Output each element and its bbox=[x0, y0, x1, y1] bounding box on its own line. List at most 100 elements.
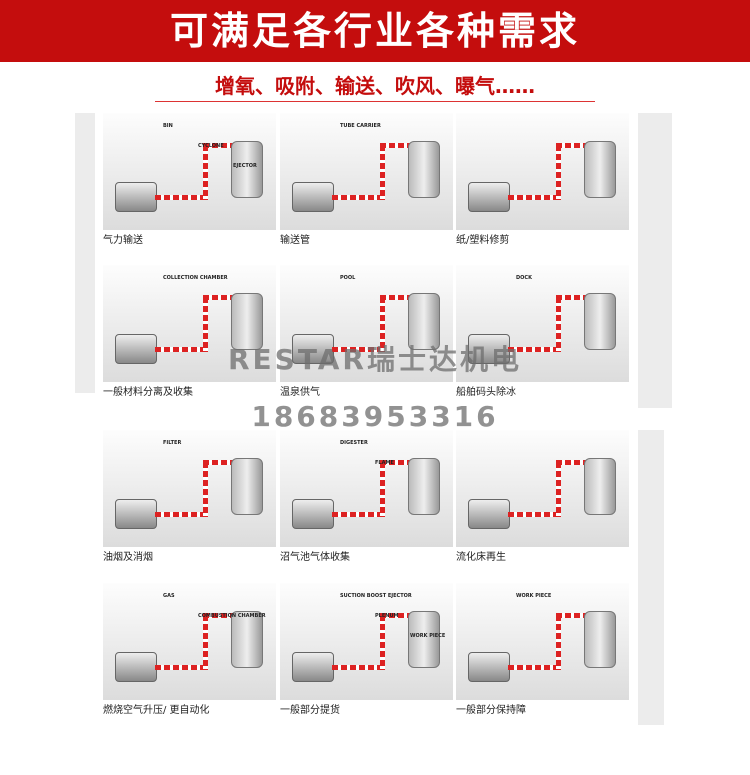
tank-icon bbox=[231, 458, 263, 515]
tank-icon bbox=[584, 141, 616, 198]
pipe bbox=[203, 613, 238, 618]
pipe bbox=[556, 462, 561, 517]
tank-icon bbox=[408, 141, 440, 198]
pipe bbox=[155, 512, 205, 517]
pipe bbox=[380, 613, 415, 618]
pipe bbox=[332, 195, 382, 200]
blower-icon bbox=[292, 182, 334, 212]
application-diagram: TUBE CARRIER bbox=[280, 113, 453, 230]
tank-icon bbox=[231, 293, 263, 350]
tank-icon bbox=[584, 458, 616, 515]
diagram-label: TUBE CARRIER bbox=[340, 123, 381, 129]
application-diagram bbox=[456, 113, 629, 230]
pipe bbox=[332, 347, 382, 352]
pipe bbox=[556, 143, 591, 148]
diagram-label: BIN bbox=[163, 123, 173, 129]
application-caption: 输送管 bbox=[280, 235, 310, 246]
application-caption: 船舶码头除冰 bbox=[456, 387, 516, 398]
pipe bbox=[556, 295, 591, 300]
pipe bbox=[556, 615, 561, 670]
watermark-phone: 18683953316 bbox=[251, 400, 499, 433]
page-title: 可满足各行业各种需求 bbox=[0, 0, 750, 62]
pipe bbox=[556, 297, 561, 352]
pipe bbox=[380, 462, 385, 517]
pipe bbox=[203, 462, 208, 517]
tank-icon bbox=[408, 611, 440, 668]
pipe bbox=[556, 613, 591, 618]
application-diagram: BIN CYCLONE EJECTOR bbox=[103, 113, 276, 230]
blower-icon bbox=[468, 334, 510, 364]
pipe bbox=[508, 347, 558, 352]
side-panel bbox=[75, 113, 95, 393]
diagram-label: EJECTOR bbox=[233, 163, 257, 169]
pipe bbox=[332, 512, 382, 517]
application-card: WORK PIECE 一般部分保持障 bbox=[456, 583, 629, 717]
pipe bbox=[556, 145, 561, 200]
blower-icon bbox=[468, 182, 510, 212]
divider bbox=[155, 101, 595, 102]
pipe bbox=[380, 297, 385, 352]
application-card: BIN CYCLONE EJECTOR 气力输送 bbox=[103, 113, 276, 247]
pipe bbox=[203, 145, 208, 200]
side-panel bbox=[638, 113, 672, 408]
tank-icon bbox=[231, 611, 263, 668]
application-caption: 纸/塑料修剪 bbox=[456, 235, 510, 246]
diagram-label: COLLECTION CHAMBER bbox=[163, 275, 228, 281]
pipe bbox=[203, 295, 238, 300]
pipe bbox=[508, 195, 558, 200]
pipe bbox=[380, 615, 385, 670]
diagram-label: WORK PIECE bbox=[516, 593, 552, 599]
diagram-label: CYCLONE bbox=[198, 143, 224, 149]
tank-icon bbox=[584, 611, 616, 668]
application-caption: 一般部分保持障 bbox=[456, 705, 526, 716]
diagram-label: GAS bbox=[163, 593, 175, 599]
diagram-label: COMBUSTION CHAMBER bbox=[198, 613, 266, 619]
blower-icon bbox=[468, 652, 510, 682]
application-card: TUBE CARRIER 输送管 bbox=[280, 113, 453, 247]
pipe bbox=[203, 460, 238, 465]
application-card: COLLECTION CHAMBER 一般材料分离及收集 bbox=[103, 265, 276, 399]
pipe bbox=[508, 665, 558, 670]
application-card: FILTER 油烟及消烟 bbox=[103, 430, 276, 564]
application-diagram: FILTER bbox=[103, 430, 276, 547]
pipe bbox=[380, 145, 385, 200]
diagram-label: SUCTION BOOST EJECTOR bbox=[340, 593, 412, 599]
tank-icon bbox=[408, 458, 440, 515]
pipe bbox=[203, 615, 208, 670]
subtitle: 增氧、吸附、输送、吹风、曝气…… bbox=[215, 74, 535, 98]
watermark-brand: RESTAR瑞士达机电 bbox=[227, 343, 522, 376]
diagram-label: FILTER bbox=[163, 440, 182, 446]
pipe bbox=[203, 297, 208, 352]
pipe bbox=[155, 195, 205, 200]
application-card: DOCK 船舶码头除冰 bbox=[456, 265, 629, 399]
application-diagram: GAS COMBUSTION CHAMBER bbox=[103, 583, 276, 700]
diagram-label: DIGESTER bbox=[340, 440, 368, 446]
application-card: POOL 温泉供气 bbox=[280, 265, 453, 399]
blower-icon bbox=[468, 499, 510, 529]
application-caption: 沼气池气体收集 bbox=[280, 552, 350, 563]
diagram-label: WORK PIECE bbox=[410, 633, 446, 639]
pipe bbox=[155, 665, 205, 670]
pipe bbox=[380, 460, 415, 465]
blower-icon bbox=[115, 182, 157, 212]
application-card: 流化床再生 bbox=[456, 430, 629, 564]
blower-icon bbox=[115, 652, 157, 682]
side-panel bbox=[638, 430, 664, 725]
pipe bbox=[380, 295, 415, 300]
application-caption: 油烟及消烟 bbox=[103, 552, 153, 563]
application-card: 纸/塑料修剪 bbox=[456, 113, 629, 247]
application-diagram bbox=[456, 430, 629, 547]
blower-icon bbox=[292, 652, 334, 682]
pipe bbox=[380, 143, 415, 148]
tank-icon bbox=[584, 293, 616, 350]
application-diagram: DOCK bbox=[456, 265, 629, 382]
pipe bbox=[203, 143, 238, 148]
pipe bbox=[332, 665, 382, 670]
tank-icon bbox=[408, 293, 440, 350]
pipe bbox=[155, 347, 205, 352]
application-caption: 气力输送 bbox=[103, 235, 143, 246]
diagram-label: POOL bbox=[340, 275, 356, 281]
